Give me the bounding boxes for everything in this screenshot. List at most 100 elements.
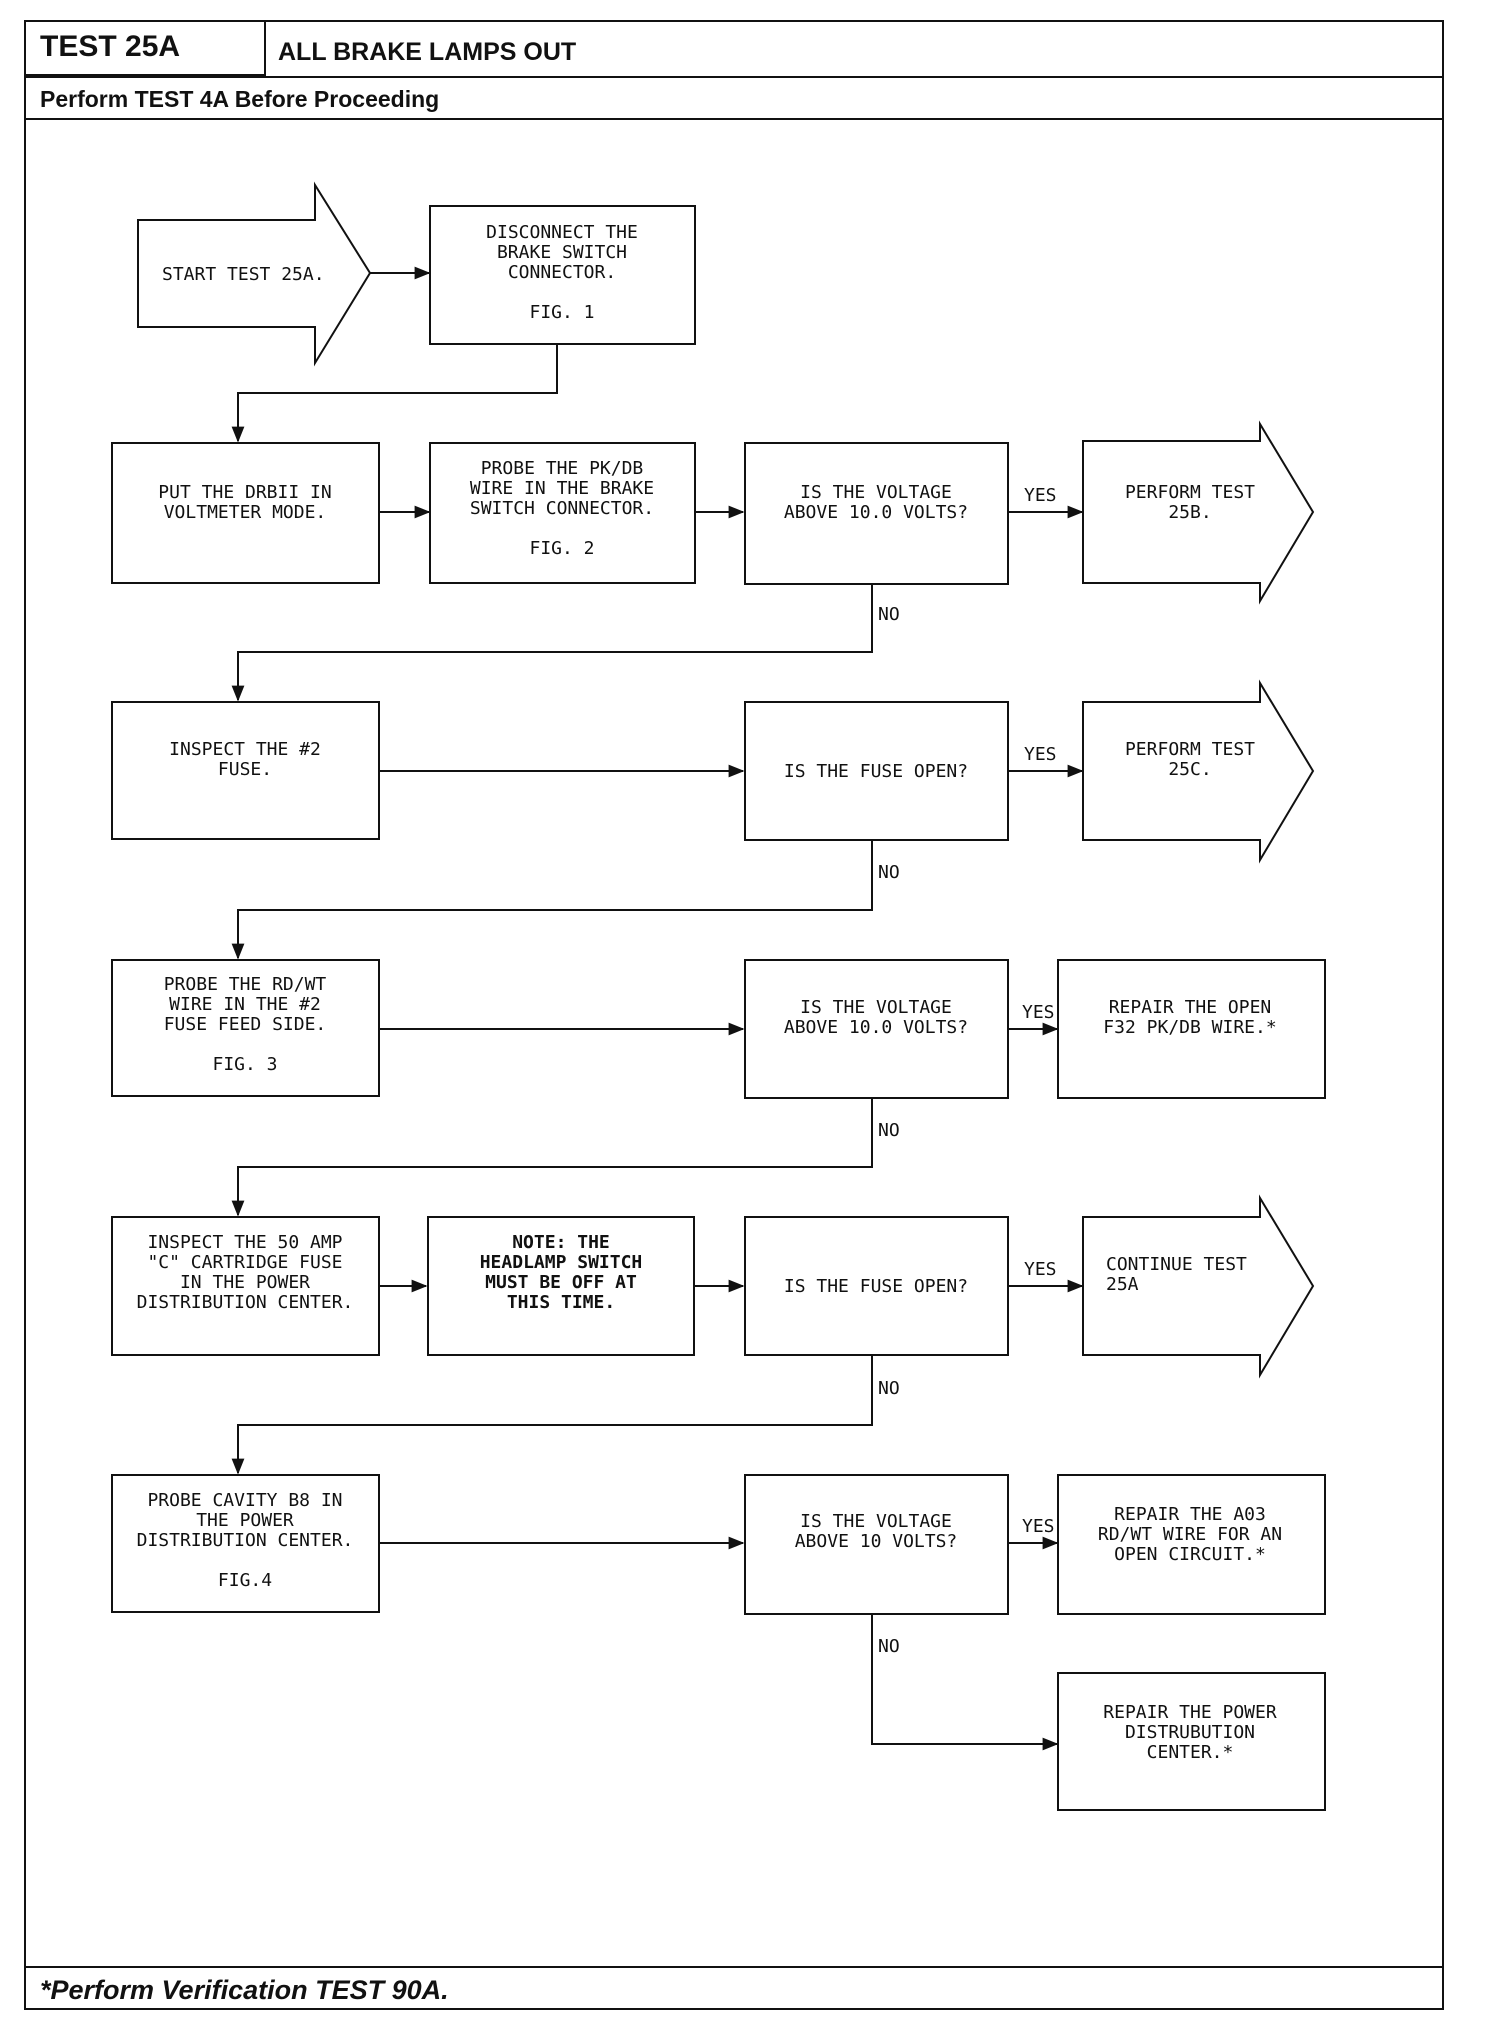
branch-labels: YES NO YES NO YES NO YES NO YES NO	[878, 485, 1057, 1657]
step-text-line: PROBE CAVITY B8 IN	[147, 1490, 342, 1511]
step-probe-pkdb	[429, 442, 696, 584]
page-subtitle: Perform TEST 4A Before Proceeding	[40, 86, 440, 112]
step-text-line: VOLTMETER MODE.	[164, 502, 327, 523]
arrow-q2-no	[231, 840, 873, 960]
step-text-line: THE POWER	[196, 1510, 294, 1531]
step-text-line: IN THE POWER	[180, 1272, 310, 1293]
step-text-line: HEADLAMP SWITCH	[480, 1252, 643, 1273]
step-text-line: IS THE VOLTAGE	[800, 1511, 952, 1532]
step-text-line: FUSE.	[218, 759, 272, 780]
step-text-line: WIRE IN THE #2	[169, 994, 321, 1015]
no-label: NO	[878, 1636, 900, 1657]
arrow-q1-no	[231, 584, 873, 702]
step-inspect-fuse2	[111, 701, 380, 840]
yes-label: YES	[1024, 744, 1057, 765]
footer-divider	[24, 1966, 1444, 1968]
connectors	[231, 266, 1084, 1751]
step-text-line: DISTRIBUTION CENTER.	[137, 1530, 354, 1551]
no-label: NO	[878, 1120, 900, 1141]
step-text-line: CONNECTOR.	[508, 262, 616, 283]
page-frame	[24, 20, 1444, 2010]
step-start	[137, 181, 372, 367]
no-label: NO	[878, 862, 900, 883]
step-text-line: NOTE: THE	[512, 1232, 610, 1253]
arrow-q4-no	[231, 1355, 873, 1475]
step-text-line: DISCONNECT THE	[486, 222, 638, 243]
step-text-line: FIG.4	[218, 1570, 272, 1591]
page-title: ALL BRAKE LAMPS OUT	[278, 38, 577, 66]
step-text-line: THIS TIME.	[507, 1292, 615, 1313]
step-repair-a03	[1057, 1474, 1326, 1615]
step-text-line: IS THE VOLTAGE	[800, 997, 952, 1018]
step-text-line: START TEST 25A.	[162, 264, 325, 285]
shapes	[111, 181, 1326, 1811]
step-text-line: CENTER.*	[1147, 1742, 1234, 1763]
footer-note: *Perform Verification TEST 90A.	[40, 1975, 449, 2005]
step-perform-25b	[1082, 420, 1315, 605]
decision-fuse-open-1-text: IS THE FUSE OPEN?	[784, 761, 968, 782]
step-text-line: RD/WT WIRE FOR AN	[1098, 1524, 1282, 1545]
no-label: NO	[878, 1378, 900, 1399]
step-text-line: 25C.	[1168, 759, 1211, 780]
header-divider	[24, 76, 1444, 78]
step-continue-25a	[1082, 1194, 1315, 1379]
step-text-line: FIG. 2	[529, 538, 594, 559]
step-text-line: PERFORM TEST	[1125, 482, 1255, 503]
step-text-line: FUSE FEED SIDE.	[164, 1014, 327, 1035]
step-text-line: PROBE THE RD/WT	[164, 974, 327, 995]
step-note-headlamp	[427, 1216, 695, 1356]
step-text-line: BRAKE SWITCH	[497, 242, 627, 263]
step-text-line: IS THE VOLTAGE	[800, 482, 952, 503]
arrow-q3-no	[231, 1098, 873, 1217]
step-text-line: REPAIR THE A03	[1114, 1504, 1266, 1525]
step-text-line: INSPECT THE 50 AMP	[147, 1232, 342, 1253]
step-disconnect	[429, 205, 696, 345]
step-text-line: PROBE THE PK/DB	[481, 458, 644, 479]
step-text-line: PERFORM TEST	[1125, 739, 1255, 760]
decision-fuse-open-2	[744, 1216, 1009, 1356]
yes-label: YES	[1024, 485, 1057, 506]
step-text-line: "C" CARTRIDGE FUSE	[147, 1252, 342, 1273]
yes-label: YES	[1022, 1516, 1055, 1537]
step-probe-rdwt	[111, 959, 380, 1097]
step-text-line: IS THE FUSE OPEN?	[784, 761, 968, 782]
arrow-q5-no	[871, 1614, 1059, 1751]
step-text-line: FIG. 1	[529, 302, 594, 323]
step-text-line: REPAIR THE OPEN	[1109, 997, 1272, 1018]
arrow-disconnect-to-put	[231, 344, 558, 443]
step-text-line: 25B.	[1168, 502, 1211, 523]
step-text-line: IS THE FUSE OPEN?	[784, 1276, 968, 1297]
step-inspect-50amp	[111, 1216, 380, 1356]
step-text-line: REPAIR THE POWER	[1103, 1702, 1277, 1723]
step-probe-cavity	[111, 1474, 380, 1613]
test-id-box	[24, 20, 266, 76]
step-text-line: ABOVE 10.0 VOLTS?	[784, 502, 968, 523]
step-text-line: FIG. 3	[212, 1054, 277, 1075]
step-start-text: START TEST 25A.	[162, 264, 325, 285]
step-text-line: CONTINUE TEST	[1106, 1254, 1247, 1275]
test-id: TEST 25A	[40, 30, 181, 63]
step-text-line: ABOVE 10 VOLTS?	[795, 1531, 958, 1552]
no-label: NO	[878, 604, 900, 625]
step-text-line: INSPECT THE #2	[169, 739, 321, 760]
decision-voltage-1	[744, 442, 1009, 585]
yes-label: YES	[1022, 1002, 1055, 1023]
step-put-drb	[111, 442, 380, 584]
step-text-line: F32 PK/DB WIRE.*	[1103, 1017, 1276, 1038]
